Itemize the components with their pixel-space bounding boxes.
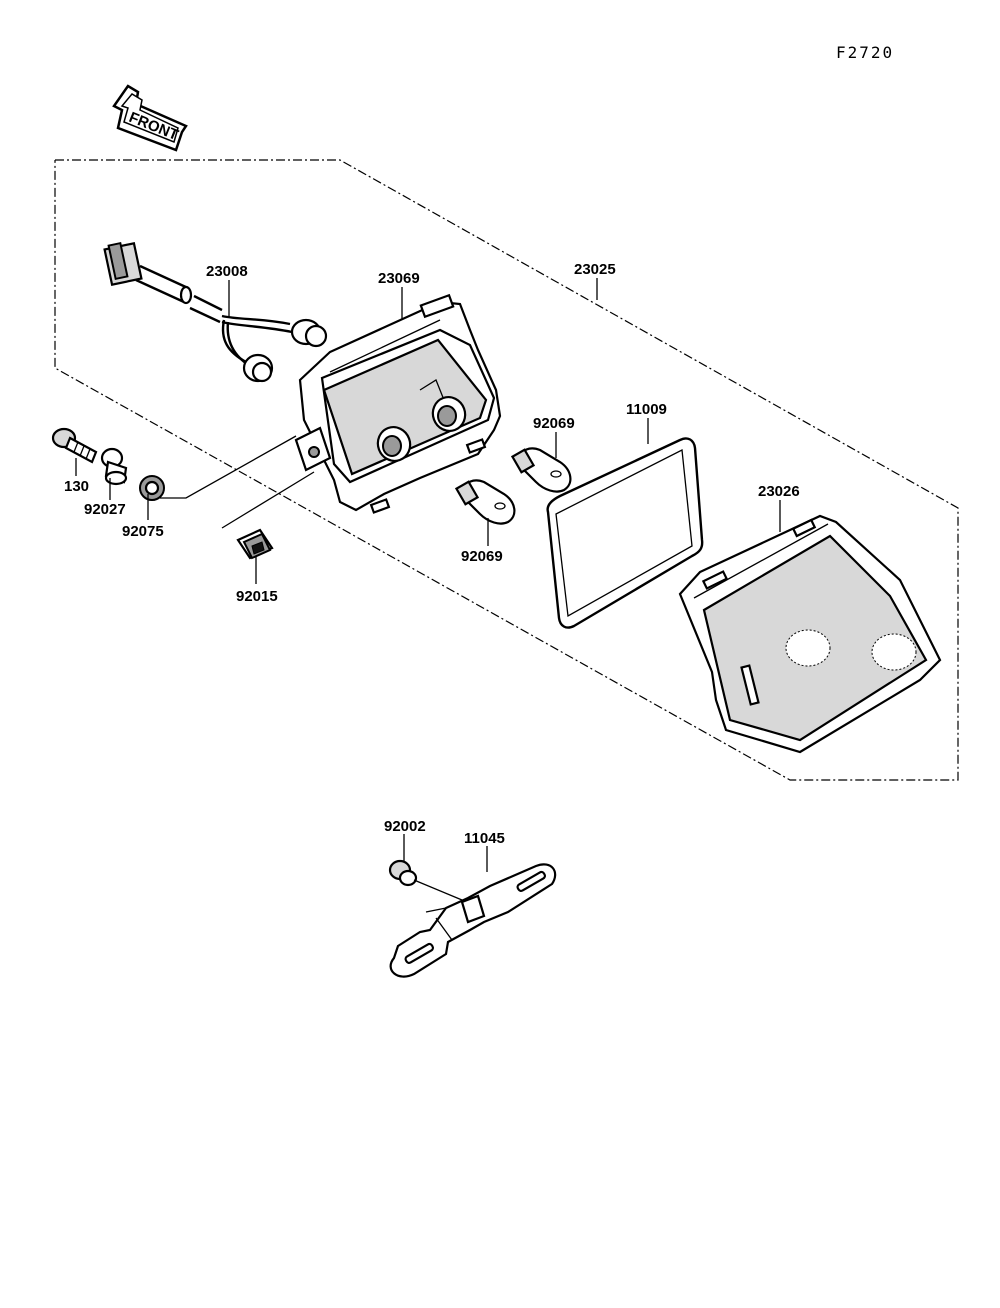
label-130: 130	[64, 478, 89, 495]
label-23026: 23026	[758, 483, 800, 500]
collar-icon	[100, 447, 128, 486]
lens	[678, 514, 942, 754]
bolt-icon	[51, 427, 98, 464]
label-92027: 92027	[84, 501, 126, 518]
label-23069: 23069	[378, 270, 420, 287]
gasket	[546, 437, 704, 629]
screw-icon	[388, 859, 463, 901]
wiring-harness	[103, 241, 328, 383]
nut-icon	[236, 528, 274, 560]
figure-code: F2720	[836, 43, 894, 62]
label-11009: 11009	[626, 401, 667, 418]
label-11045: 11045	[464, 830, 505, 847]
bulb-lower-icon	[454, 479, 516, 525]
label-23025: 23025	[574, 261, 616, 278]
bracket	[389, 863, 557, 978]
label-23008: 23008	[206, 263, 248, 280]
assembly-outline	[54, 159, 959, 781]
bulb-upper-icon	[510, 447, 572, 493]
leader-lines	[75, 278, 781, 872]
label-92015: 92015	[236, 588, 278, 605]
label-92075: 92075	[122, 523, 164, 540]
housing	[294, 293, 502, 514]
grommet-icon	[139, 475, 165, 501]
label-92069-lower: 92069	[461, 548, 503, 565]
label-92069-upper: 92069	[533, 415, 575, 432]
front-arrow-icon: FRONT	[112, 84, 188, 152]
label-92002: 92002	[384, 818, 426, 835]
